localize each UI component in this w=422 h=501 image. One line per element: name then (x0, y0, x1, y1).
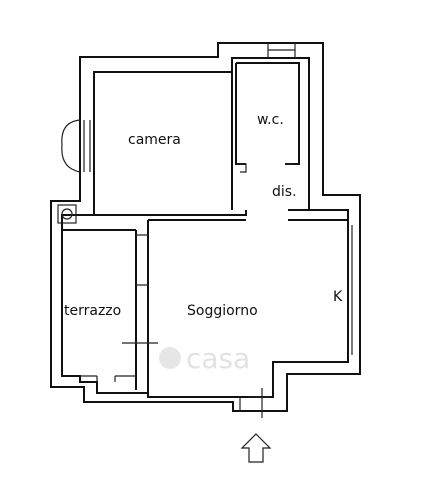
label-kitchen: K (333, 289, 343, 305)
camera-window-frame (83, 120, 91, 172)
outer-wall-outline (50, 42, 361, 412)
label-wc: w.c. (257, 112, 284, 128)
entrance-door (239, 388, 270, 418)
wc-door-jamb-left (236, 163, 247, 173)
label-camera: camera (128, 132, 181, 148)
terrazzo-corner-box (57, 204, 77, 224)
watermark: casa (159, 342, 250, 375)
terrazzo-door-right (114, 375, 136, 382)
interior-walls (62, 62, 348, 397)
up-arrow-icon (240, 433, 272, 463)
camera-wall (93, 72, 246, 216)
label-dis: dis. (272, 184, 297, 200)
terrazzo-corner-drain (61, 208, 73, 220)
dis-wall (245, 209, 323, 216)
openings (57, 43, 296, 418)
label-soggiorno: Soggiorno (187, 303, 258, 319)
terrazzo-window (136, 234, 148, 286)
casa-logo-icon (159, 347, 181, 369)
label-terrazzo: terrazzo (64, 303, 121, 319)
terrazzo-door-left (80, 375, 98, 382)
wc-top-window (267, 43, 296, 58)
camera-bay-window (61, 119, 81, 173)
watermark-text: casa (186, 342, 250, 375)
